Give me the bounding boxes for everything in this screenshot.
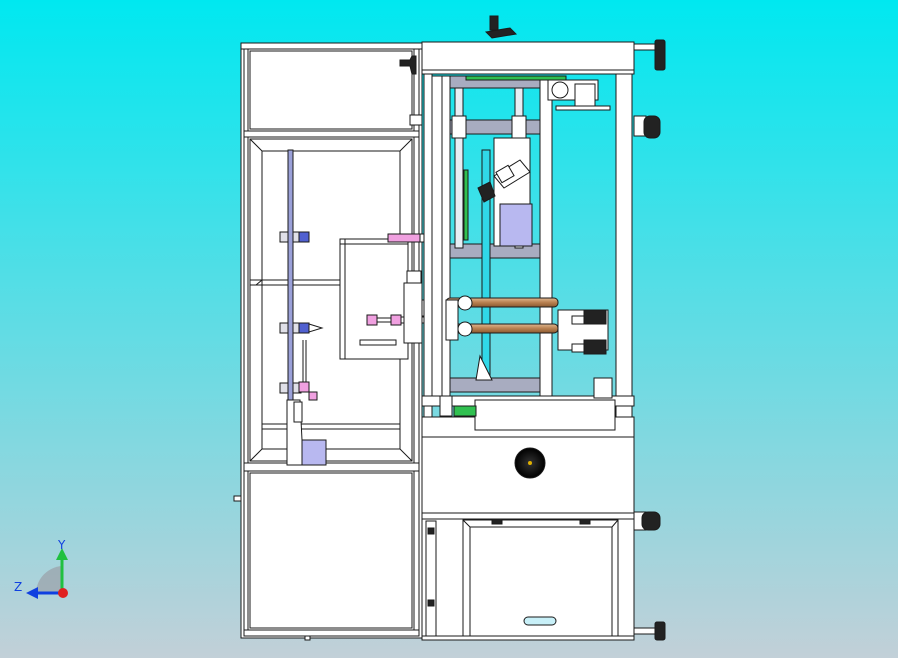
z-axis-arrow-icon bbox=[26, 587, 62, 599]
x-axis-point-icon bbox=[58, 588, 68, 598]
swing-panel bbox=[339, 114, 451, 360]
axis-triad bbox=[26, 548, 68, 599]
main-frame bbox=[421, 41, 635, 641]
left-lower-panel bbox=[249, 472, 413, 629]
y-axis-arrow-icon bbox=[56, 548, 68, 592]
handwheel-icon[interactable] bbox=[484, 15, 518, 39]
control-knob-icon[interactable] bbox=[514, 447, 546, 479]
main-frame-top-cap bbox=[421, 41, 635, 71]
caster-upper-right bbox=[633, 115, 661, 139]
triad-y-label: Y bbox=[58, 538, 66, 552]
caster-lower-right bbox=[633, 511, 661, 531]
foot-top-right bbox=[633, 39, 666, 71]
door-latch-icon[interactable] bbox=[399, 55, 417, 75]
leveling-feet bbox=[633, 39, 666, 641]
left-upper-panel bbox=[249, 50, 413, 130]
lower-handle-slot bbox=[523, 616, 557, 626]
triad-z-label: Z bbox=[14, 580, 23, 594]
inner-mechanism bbox=[441, 75, 613, 399]
foot-bottom-right bbox=[633, 621, 666, 641]
vertical-guide-assembly bbox=[279, 149, 327, 466]
